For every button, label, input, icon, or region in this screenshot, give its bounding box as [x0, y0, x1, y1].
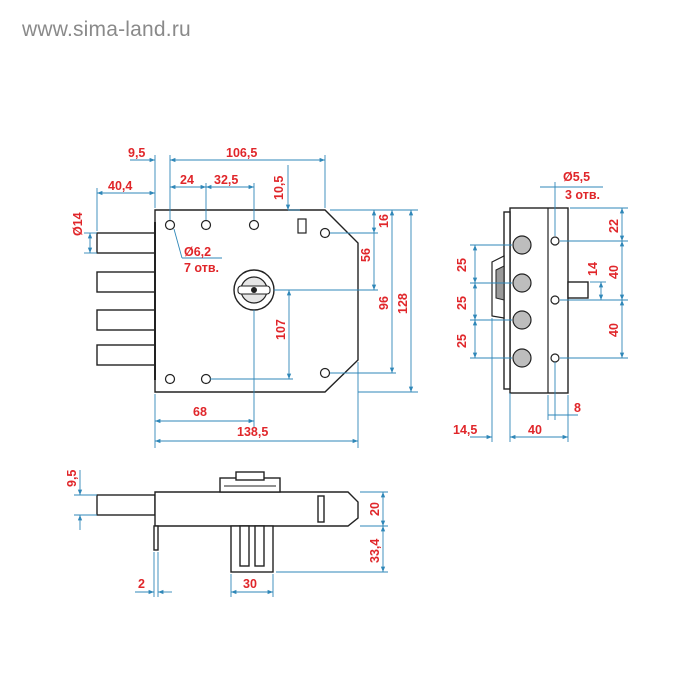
mount-hole — [319, 367, 331, 379]
dim-label: 40,4 — [108, 179, 132, 193]
dim-label: 96 — [377, 296, 391, 310]
dim-label: 106,5 — [226, 146, 257, 160]
dim-label: Ø5,5 — [563, 170, 590, 184]
spindle — [567, 281, 589, 299]
mount-hole — [200, 219, 212, 231]
dim-label: 7 отв. — [184, 261, 219, 275]
dim-label: 40 — [607, 323, 621, 337]
bolt-end — [512, 235, 532, 255]
mount-hole — [550, 353, 560, 363]
mount-hole — [550, 295, 560, 305]
dim-label: 9,5 — [65, 470, 79, 487]
dim-label: 40 — [528, 423, 542, 437]
dim-label: 25 — [455, 296, 469, 310]
top-view: 9,5 20 33,4 2 30 — [65, 470, 388, 597]
bolt-1 — [96, 232, 156, 254]
dim-label: 22 — [607, 219, 621, 233]
bolt-2 — [96, 271, 156, 293]
dim-label: 25 — [455, 258, 469, 272]
mount-hole — [164, 373, 176, 385]
dim-label: 8 — [574, 401, 581, 415]
dim-label: 68 — [193, 405, 207, 419]
front-view: 9,5 106,5 40,4 24 32,5 10,5 Ø14 16 56 96… — [71, 146, 418, 448]
dim-label: 2 — [138, 577, 145, 591]
dim-label: 33,4 — [368, 539, 382, 563]
dim-label: 32,5 — [214, 173, 238, 187]
dim-label: 16 — [377, 214, 391, 228]
dim-label: 14,5 — [453, 423, 477, 437]
pin — [153, 525, 159, 551]
watermark: www.sima-land.ru — [22, 18, 191, 41]
dim-label: 10,5 — [272, 176, 286, 200]
bolt-end — [512, 348, 532, 368]
mount-hole — [248, 219, 260, 231]
dim-label: 20 — [368, 502, 382, 516]
dim-label: 128 — [396, 293, 410, 314]
dim-label: Ø14 — [71, 212, 85, 236]
bolt-3 — [96, 309, 156, 331]
top-body — [154, 491, 359, 527]
dim-label: 40 — [607, 265, 621, 279]
slot — [297, 218, 307, 234]
dim-label: Ø6,2 — [184, 245, 211, 259]
dim-label: 9,5 — [128, 146, 145, 160]
dim-label: 107 — [274, 319, 288, 340]
bolt-end — [512, 310, 532, 330]
dim-label: 3 отв. — [565, 188, 600, 202]
dim-label: 14 — [586, 262, 600, 276]
side-view: Ø5,5 3 отв. 22 25 14 40 25 25 40 14,5 40… — [453, 170, 628, 442]
mount-hole — [550, 236, 560, 246]
dim-label: 30 — [243, 577, 257, 591]
bolt-end — [512, 273, 532, 293]
dim-label: 25 — [455, 334, 469, 348]
spindle-block — [230, 525, 274, 573]
mount-hole — [164, 219, 176, 231]
mount-hole — [319, 227, 331, 239]
dim-label: 56 — [359, 248, 373, 262]
mount-hole — [200, 373, 212, 385]
bolt-top — [96, 494, 156, 516]
dim-label: 138,5 — [237, 425, 268, 439]
bolt-4 — [96, 344, 156, 366]
dim-label: 24 — [180, 173, 194, 187]
